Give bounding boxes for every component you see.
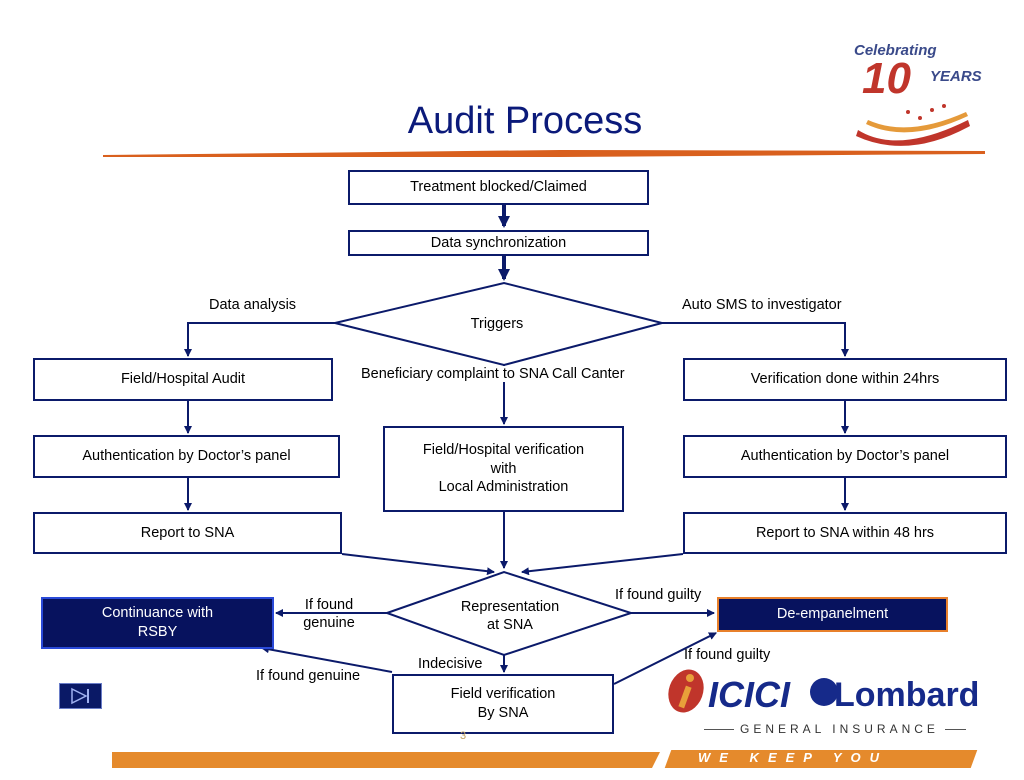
arrow-sna-guilty: [613, 632, 717, 685]
brand-subtitle: GENERAL INSURANCE: [734, 722, 945, 736]
auth-right-box: Authentication by Doctor’s panel: [683, 435, 1007, 478]
if-found-guilty-top-label: If found guilty: [615, 587, 702, 603]
arrow-sna-genuine: [261, 645, 393, 673]
representation-label: Representation at SNA: [460, 599, 560, 634]
brand-icici: ICICI: [708, 674, 791, 715]
report-left-box: Report to SNA: [33, 512, 342, 554]
verification-24hrs-box: Verification done within 24hrs: [683, 358, 1007, 401]
footer-bar: [112, 752, 660, 768]
field-verification-center-box: Field/Hospital verification with Local A…: [383, 426, 624, 512]
if-found-genuine-bottom-label: If found genuine: [256, 668, 361, 684]
badge-celebrating: Celebrating: [854, 42, 937, 59]
indecisive-label: Indecisive: [418, 656, 483, 672]
next-slide-button[interactable]: [59, 683, 102, 709]
auth-left-box: Authentication by Doctor’s panel: [33, 435, 340, 478]
arrow-report-right-representation: [521, 553, 684, 576]
anniversary-badge: Celebrating 10 YEARS: [848, 40, 988, 150]
beneficiary-complaint-label: Beneficiary complaint to SNA Call Canter: [361, 366, 625, 382]
skip-forward-icon: [71, 687, 89, 705]
report-right-box: Report to SNA within 48 hrs: [683, 512, 1007, 554]
field-audit-box: Field/Hospital Audit: [33, 358, 333, 401]
header-underline: [103, 150, 985, 157]
if-found-genuine-top-label: If found genuine: [303, 597, 355, 632]
field-verification-sna-box: Field verification By SNA: [392, 674, 614, 734]
icici-lombard-logo: ICICI Lombard GENERAL INSURANCE WE KEEP …: [664, 664, 979, 780]
page-title: Audit Process: [407, 100, 643, 142]
auto-sms-label: Auto SMS to investigator: [682, 297, 842, 313]
arrow-auto-sms: [662, 322, 849, 357]
page-number: 3: [460, 730, 467, 742]
data-sync-box: Data synchronization: [348, 230, 649, 256]
treatment-blocked-box: Treatment blocked/Claimed: [348, 170, 649, 205]
data-analysis-label: Data analysis: [209, 297, 297, 313]
if-found-guilty-bottom-label: If found guilty: [684, 647, 771, 663]
arrow-data-analysis: [184, 322, 335, 357]
brand-tagline: WE KEEP YOU GOING: [698, 750, 889, 780]
deempanelment-box: De-empanelment: [717, 597, 948, 632]
anniversary-swoosh-icon: [856, 104, 970, 146]
lombard-c-icon: [810, 678, 838, 706]
brand-lombard: Lombard: [834, 676, 980, 714]
triggers-label: Triggers: [470, 316, 524, 332]
badge-years: YEARS: [930, 68, 982, 85]
icici-i-icon: [668, 669, 704, 713]
badge-number: 10: [862, 54, 911, 103]
arrow-report-left-representation: [341, 553, 495, 576]
continuance-box: Continuance with RSBY: [41, 597, 274, 649]
